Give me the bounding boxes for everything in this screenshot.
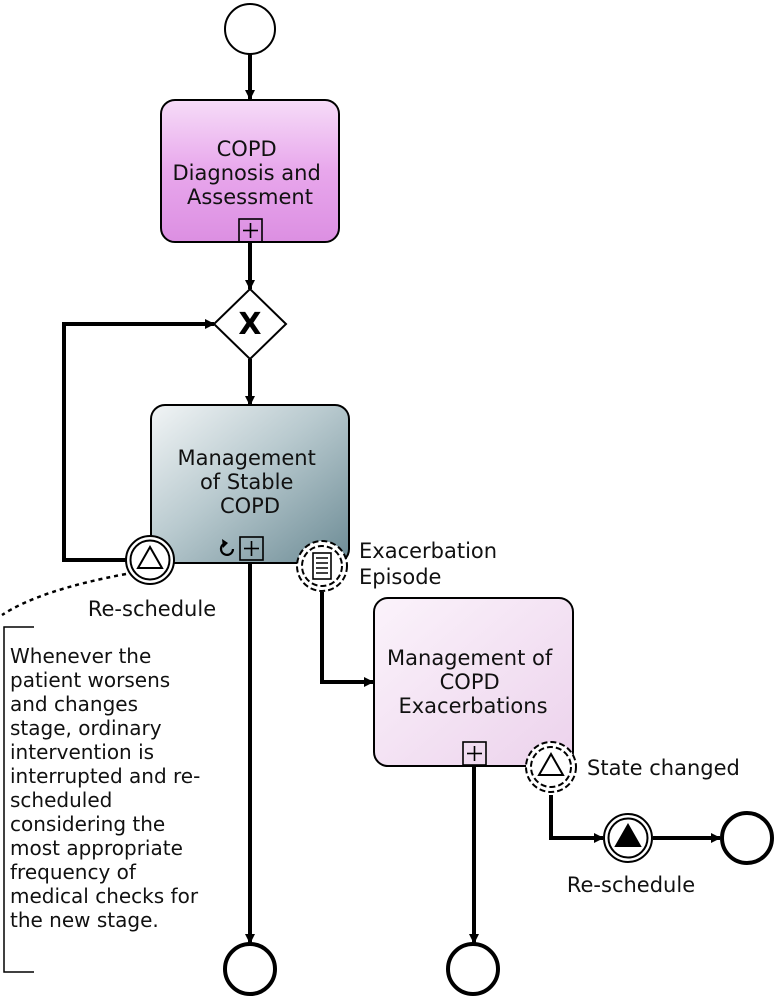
annotation-bracket: [3, 626, 34, 973]
subprocess-plus-icon: [462, 741, 487, 766]
exclusive-gateway[interactable]: X: [212, 287, 288, 361]
reschedule-throw-event[interactable]: [603, 813, 653, 863]
subprocess-plus-icon: [239, 536, 264, 561]
loop-icon: [219, 539, 235, 556]
task-copd-exacerbations-label: Management of COPD Exacerbations: [387, 646, 559, 718]
end-event-stable[interactable]: [223, 942, 277, 996]
reschedule-boundary-event[interactable]: [125, 535, 175, 585]
gateway-x-icon: X: [238, 307, 261, 342]
start-event[interactable]: [224, 3, 276, 55]
task-copd-diagnosis-label: COPD Diagnosis and Assessment: [173, 137, 328, 209]
reschedule-boundary-label: Re-schedule: [88, 597, 216, 621]
task-stable-copd-label: Management of Stable COPD: [177, 446, 322, 518]
task-copd-diagnosis[interactable]: COPD Diagnosis and Assessment: [160, 99, 340, 243]
end-event-reschedule[interactable]: [720, 811, 774, 865]
state-changed-event[interactable]: [525, 741, 577, 793]
annotation-association: [1, 572, 127, 617]
conditional-document-icon: [312, 552, 332, 580]
signal-triangle-filled-icon: [614, 822, 642, 847]
signal-triangle-icon: [537, 751, 565, 776]
exacerbation-episode-event[interactable]: [296, 540, 348, 592]
subprocess-plus-icon: [238, 218, 263, 243]
task-copd-exacerbations[interactable]: Management of COPD Exacerbations: [373, 597, 574, 767]
state-changed-label: State changed: [587, 756, 740, 780]
flow-exacerbation-to-task[interactable]: [320, 592, 374, 687]
flow-reschedule-loop[interactable]: [62, 319, 215, 562]
exacerbation-episode-label: Exacerbation Episode: [359, 539, 504, 589]
annotation-text: Whenever the patient worsens and changes…: [10, 644, 207, 932]
reschedule-throw-label: Re-schedule: [567, 873, 695, 897]
signal-triangle-icon: [136, 544, 164, 569]
flow-state-changed-to-throw[interactable]: [549, 795, 604, 843]
end-event-exacerbations[interactable]: [446, 942, 500, 996]
task-stable-copd[interactable]: Management of Stable COPD: [150, 404, 350, 564]
